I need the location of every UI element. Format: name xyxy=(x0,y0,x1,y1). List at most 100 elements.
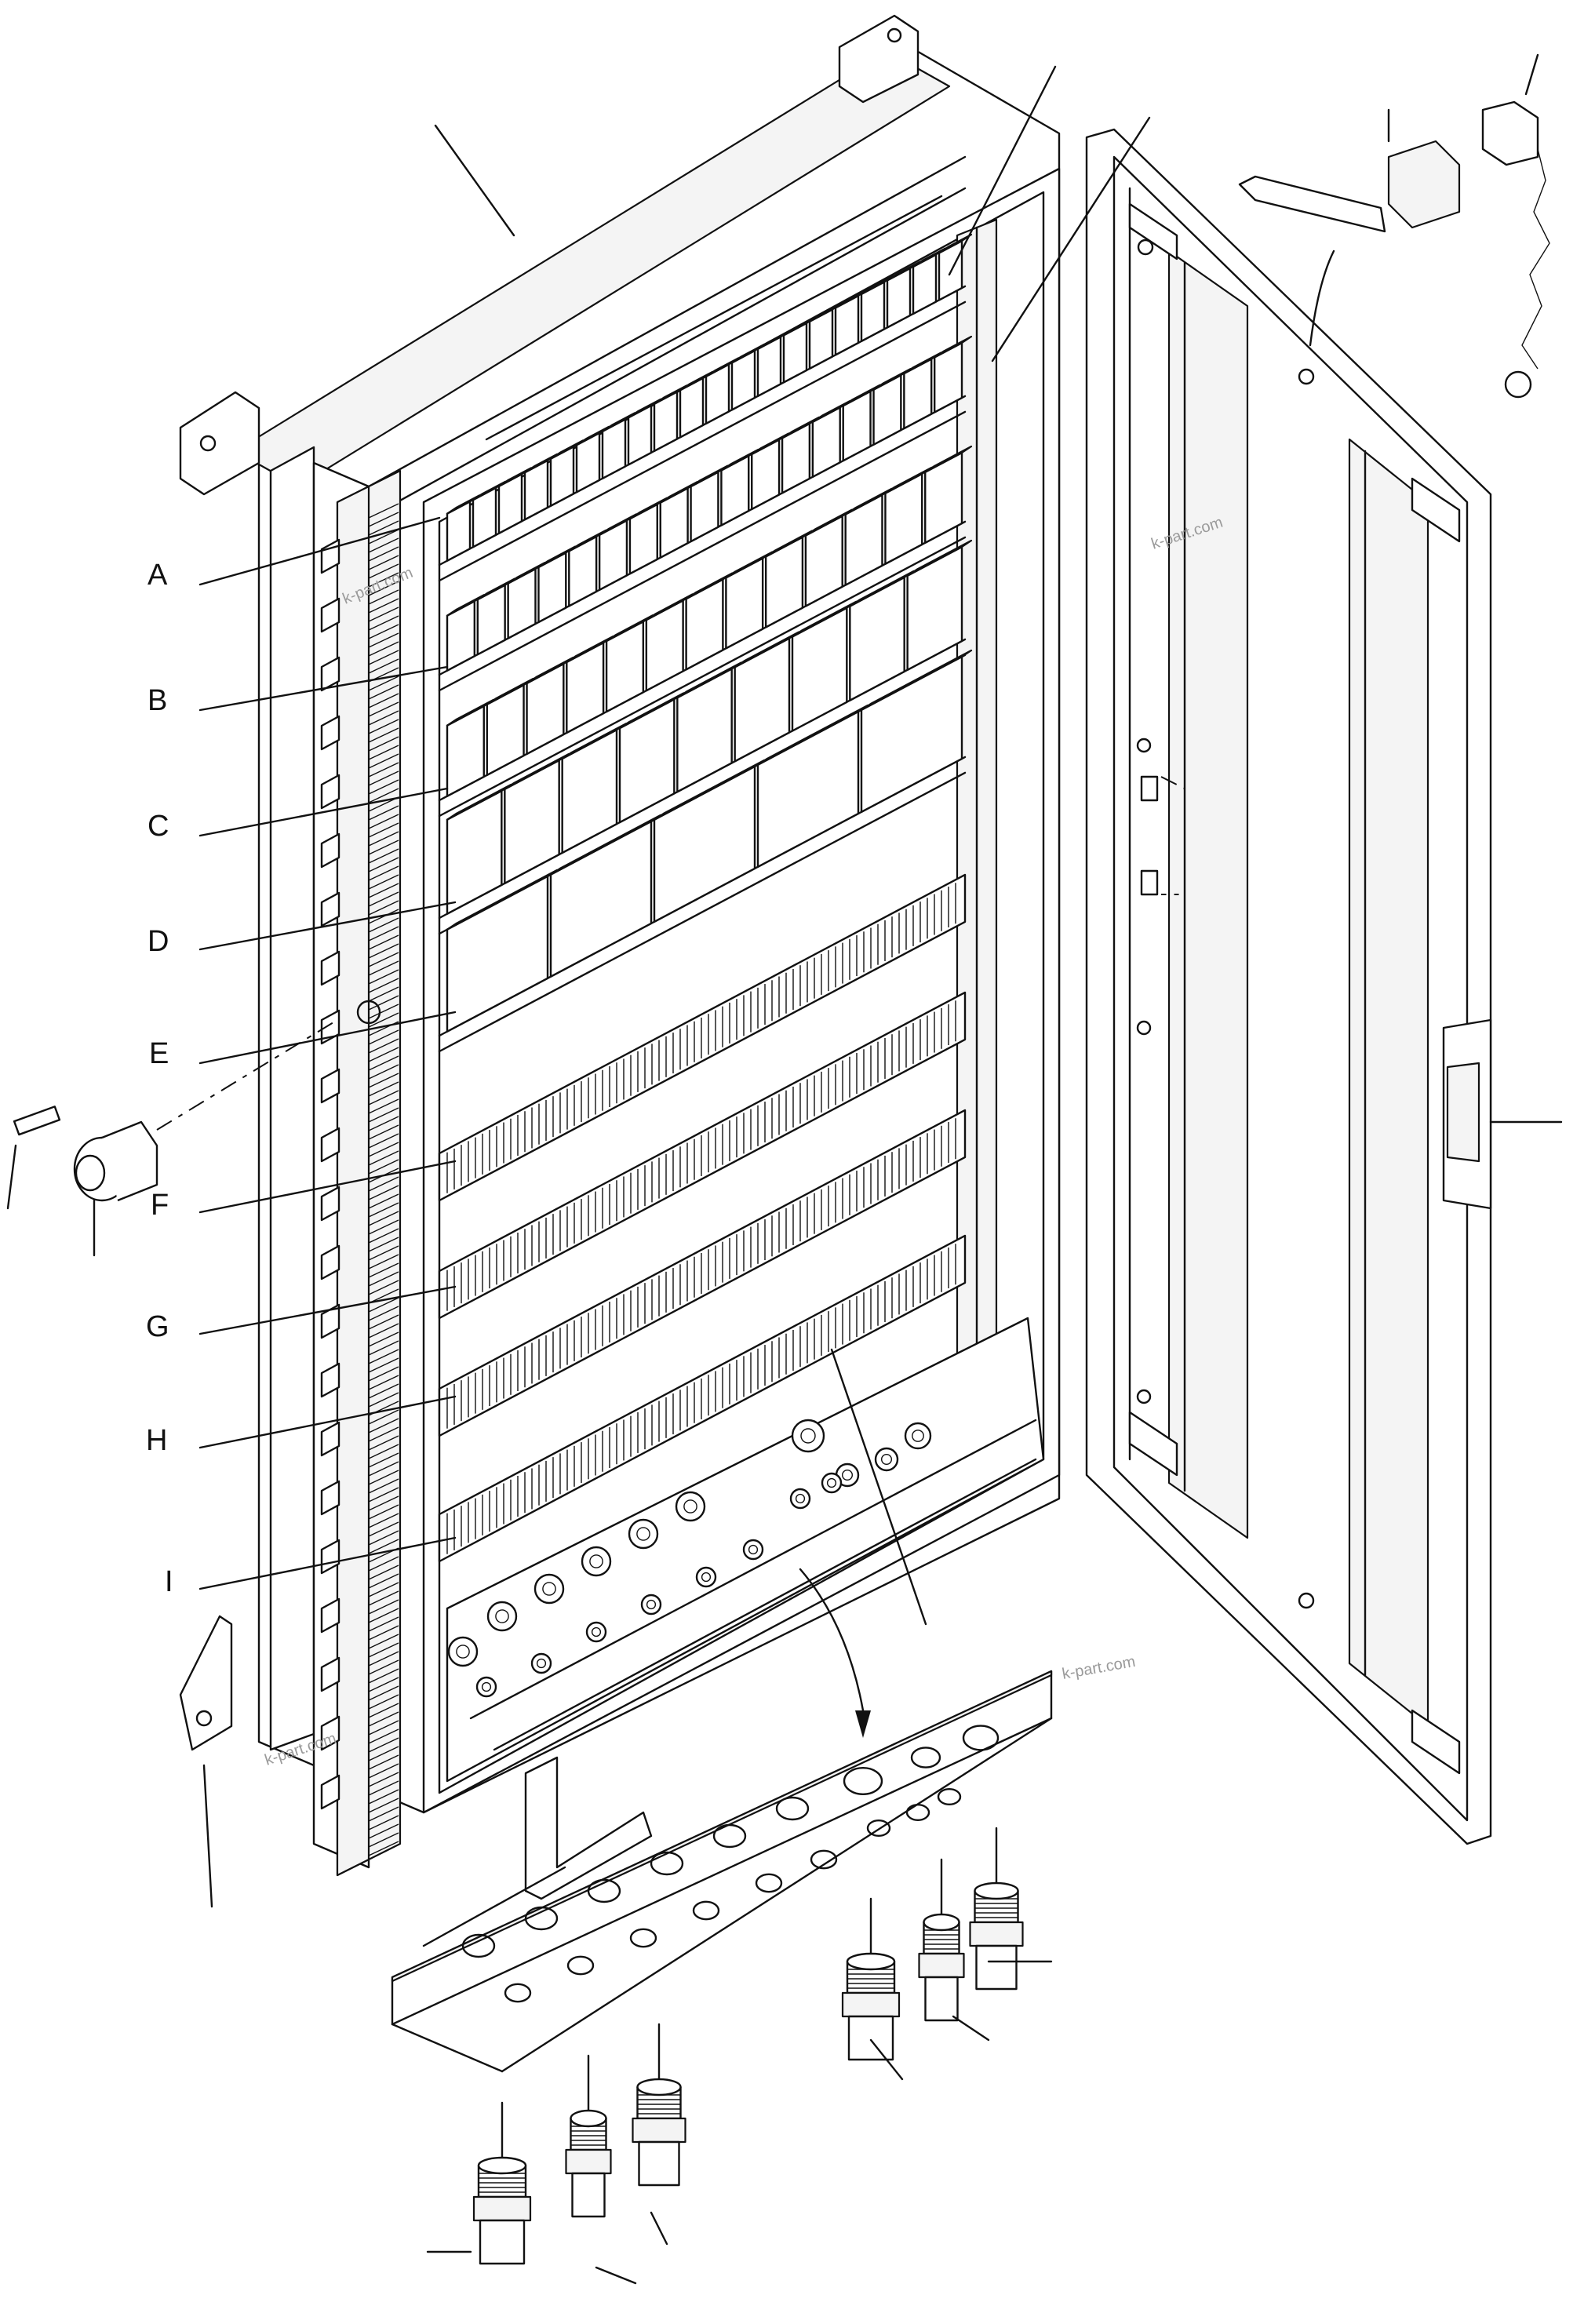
rail-tooth xyxy=(368,1090,399,1106)
rail-clip xyxy=(320,1597,340,1634)
rail-tooth xyxy=(368,1159,399,1175)
gland-hole-inner xyxy=(636,1527,650,1541)
callout-f: F xyxy=(151,1189,169,1222)
rail-tooth xyxy=(368,684,399,700)
gland-top xyxy=(477,2156,527,2175)
gland-hole-inner xyxy=(481,1681,492,1692)
rail-tooth xyxy=(368,840,399,855)
plate-hole xyxy=(650,1851,684,1876)
gland-hole-inner xyxy=(542,1582,556,1596)
callout-b: B xyxy=(147,684,167,717)
rail-tooth xyxy=(368,1746,399,1761)
gland-hole xyxy=(447,1636,479,1667)
plate-hole xyxy=(810,1849,838,1870)
rail-clip xyxy=(320,1127,340,1163)
rail-tooth xyxy=(368,710,399,726)
rail-tooth xyxy=(368,1237,399,1252)
rail-tooth xyxy=(368,1694,399,1710)
rail-tooth xyxy=(368,1625,399,1641)
rail-tooth xyxy=(368,563,399,579)
gland-hole-inner xyxy=(495,1609,509,1623)
rail-clip xyxy=(320,1480,340,1516)
rail-tooth xyxy=(368,1116,399,1131)
gland-nut xyxy=(918,1952,965,1979)
plate-hole xyxy=(775,1796,810,1821)
rail-tooth xyxy=(368,1556,399,1572)
rail-tooth xyxy=(368,1064,399,1080)
rail-tooth xyxy=(368,1426,399,1442)
gland-body xyxy=(638,2140,680,2187)
gland-nut xyxy=(565,2148,612,2175)
rail-tooth xyxy=(368,1323,399,1339)
rail-tooth xyxy=(368,606,399,622)
rail-tooth xyxy=(368,1659,399,1675)
gland-hole-inner xyxy=(841,1469,853,1481)
rail-tooth xyxy=(368,1331,399,1347)
rail-tooth xyxy=(368,960,399,976)
gland-body xyxy=(975,1944,1018,1991)
rail-tooth xyxy=(368,719,399,734)
rail-tooth xyxy=(368,883,399,898)
cabinet-door xyxy=(1085,128,1492,1845)
gland-top xyxy=(974,1881,1019,1900)
gland-hole xyxy=(742,1539,764,1561)
rail-tooth xyxy=(368,1349,399,1364)
rail-tooth xyxy=(368,831,399,847)
rail-tooth xyxy=(368,1504,399,1520)
rail-tooth xyxy=(368,1720,399,1736)
rail-tooth xyxy=(368,1703,399,1718)
rail-clip xyxy=(320,832,340,869)
rail-tooth xyxy=(368,969,399,985)
gland-hole-inner xyxy=(701,1572,712,1583)
gland-hole-inner xyxy=(800,1428,816,1444)
rail-tooth xyxy=(368,1815,399,1830)
rail-tooth xyxy=(368,1073,399,1088)
gland-hole xyxy=(581,1546,612,1577)
rail-tooth xyxy=(368,1599,399,1615)
gland-hole xyxy=(821,1472,843,1494)
rail-clip xyxy=(320,1362,340,1398)
terminal-rows xyxy=(438,873,967,1563)
rail-tooth xyxy=(368,1245,399,1261)
rail-tooth xyxy=(368,1642,399,1658)
rail-tooth xyxy=(368,788,399,803)
rail-tooth xyxy=(368,900,399,916)
gland-hole xyxy=(533,1573,565,1605)
relay-top xyxy=(860,649,973,711)
rail-tooth xyxy=(368,503,399,519)
gland-hole-inner xyxy=(646,1599,657,1610)
cable-glands xyxy=(472,1827,1024,2265)
gland-hole xyxy=(904,1422,932,1450)
plate-hole xyxy=(910,1747,941,1768)
rail-tooth xyxy=(368,555,399,570)
rail-tooth xyxy=(368,891,399,907)
rail-tooth xyxy=(368,727,399,743)
rail-tooth xyxy=(368,641,399,657)
din-rail xyxy=(438,536,967,818)
rail-tooth xyxy=(368,1357,399,1373)
rail-tooth xyxy=(368,1211,399,1226)
gland-hole xyxy=(628,1518,659,1550)
rail-tooth xyxy=(368,770,399,786)
gland-hole xyxy=(585,1621,607,1643)
relay-top xyxy=(906,539,973,577)
plate-hole xyxy=(566,1955,595,1976)
rail-tooth xyxy=(368,1530,399,1546)
plate-hole xyxy=(843,1766,883,1795)
rail-tooth xyxy=(368,926,399,942)
rail-tooth xyxy=(368,529,399,545)
rail-tooth xyxy=(368,1573,399,1589)
relay-rows xyxy=(438,233,973,1053)
rail-tooth xyxy=(368,857,399,872)
callout-g: G xyxy=(146,1310,169,1343)
rail-tooth xyxy=(368,1254,399,1269)
rail-tooth xyxy=(368,676,399,691)
rail-tooth xyxy=(368,1340,399,1356)
rail-tooth xyxy=(368,1780,399,1796)
callout-a: A xyxy=(147,559,168,592)
rail-tooth xyxy=(368,701,399,717)
rail-tooth xyxy=(368,658,399,674)
rail-tooth xyxy=(368,1366,399,1382)
rail-tooth xyxy=(368,1478,399,1494)
